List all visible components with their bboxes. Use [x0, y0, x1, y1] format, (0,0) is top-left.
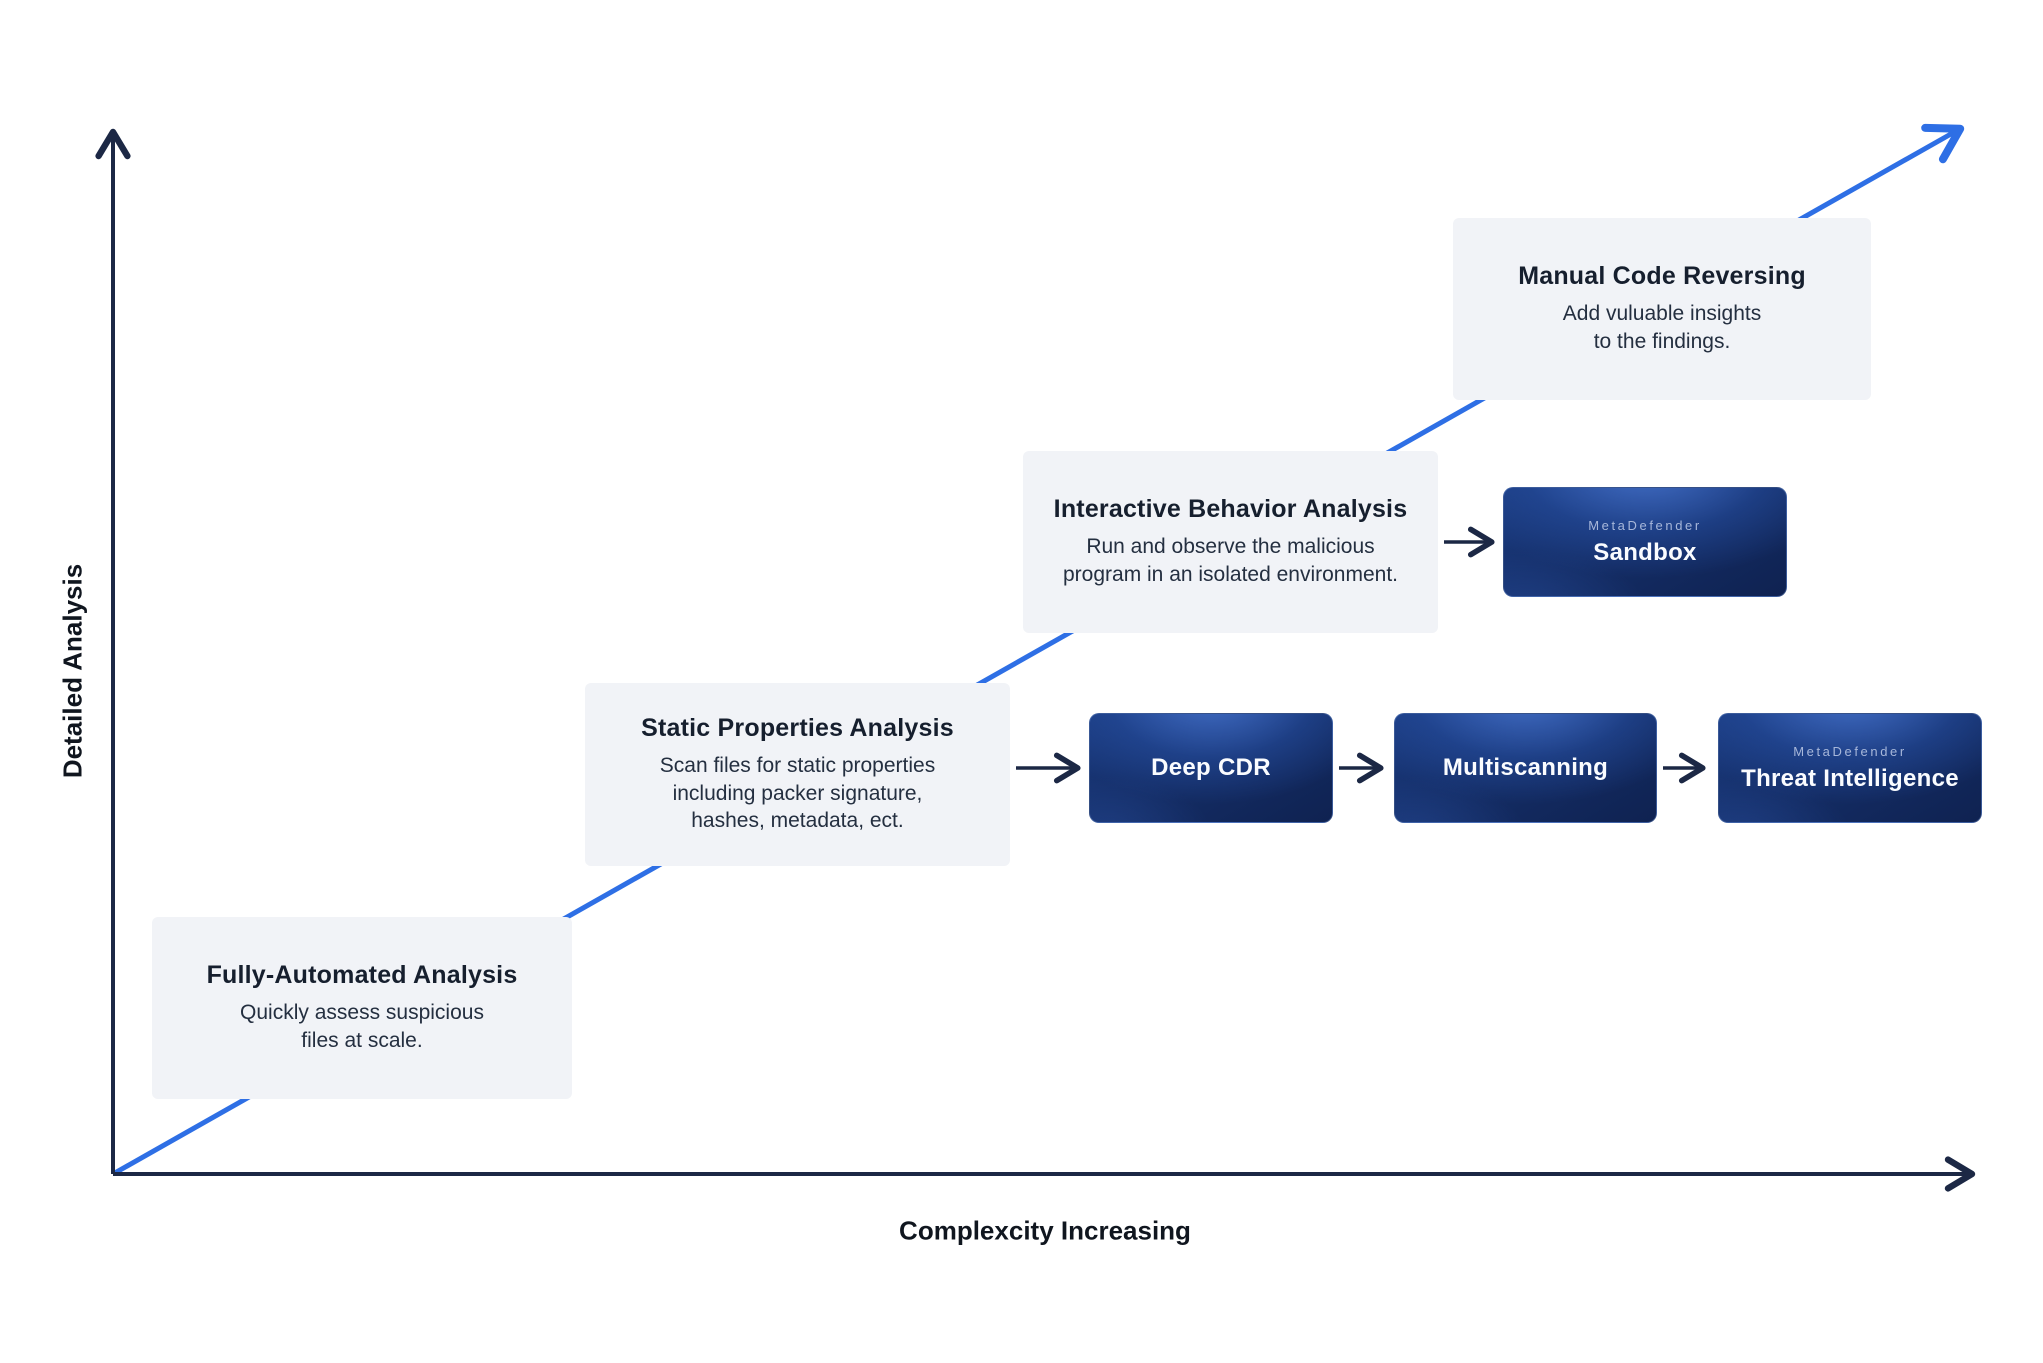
product-name: Multiscanning: [1442, 754, 1609, 781]
stage-description: Add vuluable insights to the findings.: [1562, 302, 1762, 353]
stage-card-fully-automated-analysis: Fully-Automated Analysis Quickly assess …: [152, 917, 572, 1099]
stage-description: Run and observe the malicious program in…: [1062, 535, 1398, 586]
product-brand-label: MetaDefender: [1793, 743, 1907, 759]
product-name: Sandbox: [1593, 538, 1697, 566]
x-axis-label: Complexcity Increasing: [899, 1215, 1191, 1246]
product-name: Threat Intelligence: [1741, 764, 1959, 792]
stage-card-interactive-behavior-analysis: Interactive Behavior Analysis Run and ob…: [1023, 451, 1438, 633]
stage-card-static-properties-analysis: Static Properties Analysis Scan files fo…: [585, 683, 1010, 866]
product-card-multiscanning: Multiscanning: [1394, 713, 1657, 823]
product-name: Deep CDR: [1151, 754, 1271, 781]
product-brand-label: MetaDefender: [1588, 517, 1702, 533]
product-card-deep-cdr: Deep CDR: [1089, 713, 1333, 823]
stage-description: Scan files for static properties includi…: [659, 753, 936, 833]
stage-description: Quickly assess suspicious files at scale…: [240, 1001, 484, 1052]
stage-title: Fully-Automated Analysis: [206, 961, 518, 990]
stage-card-manual-code-reversing: Manual Code Reversing Add vuluable insig…: [1453, 218, 1871, 400]
product-card-metadefender-sandbox: MetaDefender Sandbox: [1503, 487, 1787, 597]
stage-title: Manual Code Reversing: [1518, 262, 1806, 291]
stage-title: Static Properties Analysis: [641, 713, 954, 742]
product-card-metadefender-threat-intelligence: MetaDefender Threat Intelligence: [1718, 713, 1982, 823]
y-axis-label: Detailed Analysis: [57, 563, 88, 779]
stage-title: Interactive Behavior Analysis: [1053, 495, 1408, 524]
